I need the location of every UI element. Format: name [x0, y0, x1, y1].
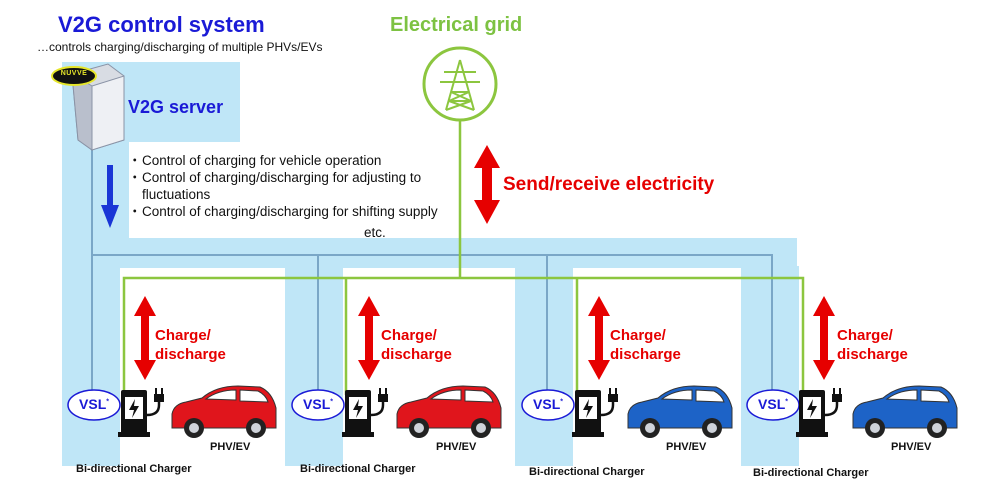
control-list: Control of charging for vehicle operatio… — [128, 152, 438, 240]
vehicle-label: PHV/EV — [210, 441, 251, 453]
server-label: V2G server — [128, 97, 224, 117]
downlink-arrow — [101, 165, 119, 228]
send-receive-arrow — [474, 145, 500, 224]
charge-line: Charge/ — [610, 327, 666, 344]
charger-label: Bi-directional Charger — [529, 466, 645, 478]
vehicle-label: PHV/EV — [666, 441, 707, 453]
page-subtitle: …controls charging/discharging of multip… — [37, 40, 323, 54]
vsl-mark: * — [106, 398, 109, 406]
page-title: V2G control system — [58, 12, 265, 37]
charge-line: Charge/ — [155, 327, 211, 344]
vsl-mark: * — [785, 398, 788, 406]
server-icon — [51, 63, 125, 151]
vsl-text: VSL — [303, 396, 331, 412]
pylon-icon — [422, 46, 498, 122]
charger-label: Bi-directional Charger — [76, 463, 192, 475]
vsl-label: VSL* — [747, 396, 799, 412]
control-item: Control of charging for vehicle operatio… — [128, 152, 438, 169]
charge-line: Charge/ — [381, 327, 437, 344]
vsl-label: VSL* — [292, 396, 344, 412]
server-logo: NUVVE — [60, 70, 88, 77]
discharge-line: discharge — [837, 346, 908, 363]
send-receive-label: Send/receive electricity — [503, 174, 715, 195]
charger-label: Bi-directional Charger — [753, 467, 869, 479]
discharge-line: discharge — [381, 346, 452, 363]
background-panels — [62, 62, 799, 466]
charge-discharge-label: Charge/ discharge — [837, 326, 908, 364]
grid-network — [122, 118, 805, 395]
vsl-text: VSL — [758, 396, 786, 412]
charge-discharge-label: Charge/ discharge — [610, 326, 681, 364]
vsl-mark: * — [330, 398, 333, 406]
charge-discharge-label: Charge/ discharge — [381, 326, 452, 364]
vsl-label: VSL* — [522, 396, 574, 412]
vehicle-label: PHV/EV — [891, 441, 932, 453]
discharge-line: discharge — [155, 346, 226, 363]
control-item: Control of charging/discharging for adju… — [128, 169, 438, 203]
control-etc: etc. — [364, 225, 386, 240]
charge-line: Charge/ — [837, 327, 893, 344]
grid-title: Electrical grid — [390, 14, 523, 36]
charger-label: Bi-directional Charger — [300, 463, 416, 475]
discharge-line: discharge — [610, 346, 681, 363]
vsl-label: VSL* — [68, 396, 120, 412]
vsl-text: VSL — [79, 396, 107, 412]
vehicle-label: PHV/EV — [436, 441, 477, 453]
charge-discharge-label: Charge/ discharge — [155, 326, 226, 364]
control-item: Control of charging/discharging for shif… — [128, 203, 438, 220]
vsl-text: VSL — [533, 396, 561, 412]
vsl-mark: * — [560, 398, 563, 406]
